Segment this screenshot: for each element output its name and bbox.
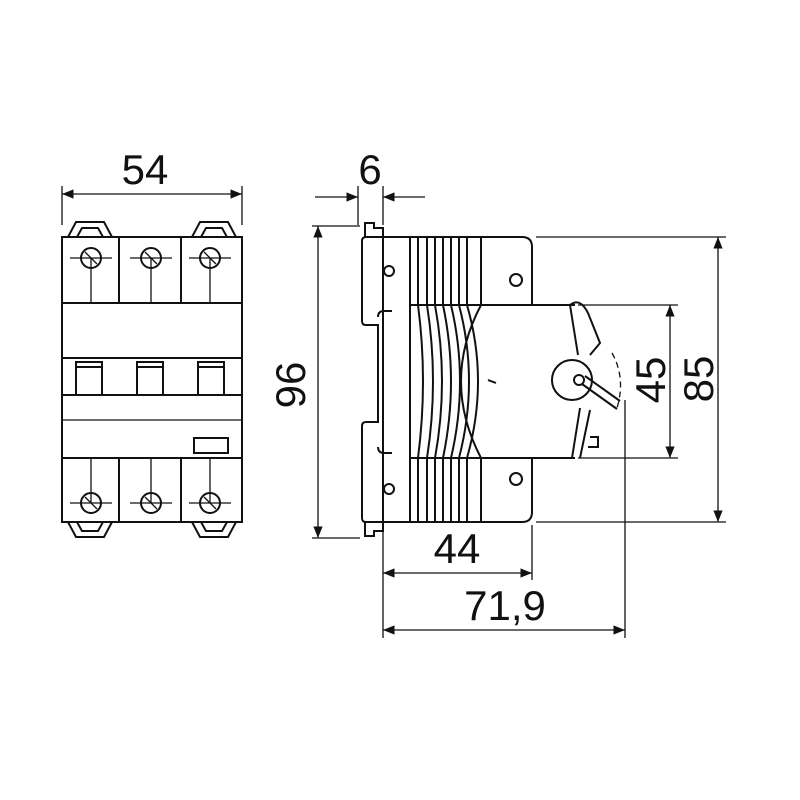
terminal-screws — [70, 247, 231, 514]
height-dimension-label: 96 — [267, 362, 314, 409]
indicator-window — [193, 437, 229, 454]
cooling-fins — [417, 237, 482, 522]
clip-dimension-label: 6 — [358, 146, 381, 193]
body-depth-dimension-label: 44 — [434, 525, 481, 572]
width-dimension-label: 54 — [122, 146, 169, 193]
total-depth-dimension-label: 71,9 — [464, 582, 546, 629]
window-dimension-label: 45 — [627, 357, 674, 404]
terminal-clips — [67, 221, 237, 538]
toggle-handles — [75, 361, 225, 396]
marker-slot — [487, 379, 497, 384]
side-view: 6 96 85 — [267, 146, 726, 638]
front-view: 54 — [61, 146, 243, 538]
operating-handle — [551, 301, 622, 459]
body-height-dimension-label: 85 — [675, 356, 722, 403]
